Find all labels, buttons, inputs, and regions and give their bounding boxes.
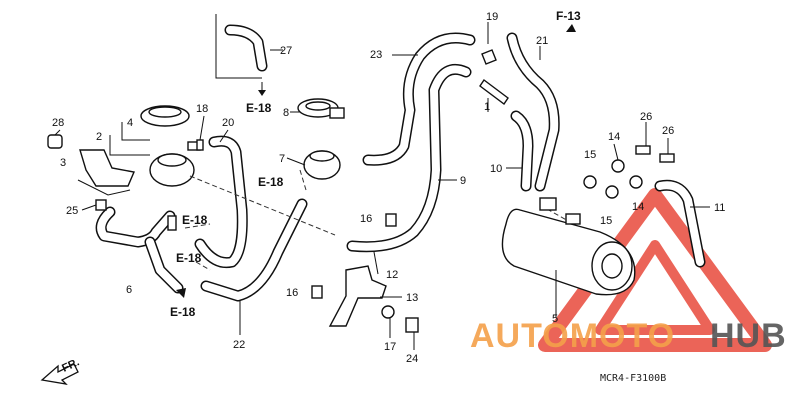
- callout-11: 11: [714, 202, 725, 214]
- callout-21: 21: [536, 35, 548, 47]
- callout-17: 17: [384, 341, 396, 353]
- callout-10: 10: [490, 163, 502, 175]
- ref-e18-middle: E-18: [182, 213, 208, 227]
- callout-16-a: 16: [360, 213, 372, 225]
- callout-4: 4: [127, 117, 133, 129]
- callout-27: 27: [280, 45, 292, 57]
- clip-18: [196, 139, 204, 151]
- reference-labels: E-18 E-18 E-18 E-18 E-18 F-13: [170, 9, 581, 319]
- callout-24: 24: [406, 353, 418, 365]
- bracket-line-27: [215, 14, 262, 79]
- callout-5: 5: [552, 313, 558, 325]
- callout-18: 18: [196, 103, 208, 115]
- callout-20: 20: [222, 117, 234, 129]
- callout-14-a: 14: [608, 131, 620, 143]
- ref-e18-valve: E-18: [258, 175, 284, 189]
- callout-14-b: 14: [632, 201, 644, 213]
- bracket-12: [328, 265, 387, 327]
- callout-9: 9: [460, 175, 466, 187]
- callout-2: 2: [96, 131, 102, 143]
- watermark-text-main: AUTOMOTO: [470, 317, 675, 355]
- washer-17: [381, 305, 395, 319]
- ref-e18-lower: E-18: [176, 251, 202, 265]
- callout-19: 19: [486, 11, 498, 23]
- callout-16-b: 16: [286, 287, 298, 299]
- grommet-15-a: [583, 175, 597, 189]
- grommet-14-b: [629, 175, 643, 189]
- hose-22: [200, 198, 308, 302]
- callout-23: 23: [370, 49, 382, 61]
- bolt-26-b: [659, 153, 675, 163]
- arrow-f13: [566, 24, 576, 32]
- callout-3: 3: [60, 157, 66, 169]
- ref-f13: F-13: [556, 9, 581, 23]
- diagram-code: MCR4-F3100B: [600, 373, 666, 384]
- grommet-14-a: [611, 159, 625, 173]
- callout-28: 28: [52, 117, 64, 129]
- callout-25: 25: [66, 205, 78, 217]
- callout-15-b: 15: [600, 215, 612, 227]
- pipe-1: [479, 78, 509, 106]
- front-arrow-icon: [40, 363, 79, 385]
- callout-26-b: 26: [662, 125, 674, 137]
- bolt-24: [405, 317, 419, 333]
- callout-12: 12: [386, 269, 398, 281]
- watermark-text: AUTOMOTO HUB: [470, 317, 787, 355]
- callout-22: 22: [233, 339, 245, 351]
- arrow-27: [258, 90, 266, 96]
- grommet-15-b: [605, 185, 619, 199]
- cap-28: [47, 134, 63, 149]
- fitting-19: [481, 49, 497, 65]
- callout-15-a: 15: [584, 149, 596, 161]
- callout-6: 6: [126, 284, 132, 296]
- callout-1: 1: [484, 101, 490, 113]
- ref-e18-bottom: E-18: [170, 305, 196, 319]
- bolt-16-lower: [311, 285, 323, 299]
- callout-8: 8: [283, 107, 289, 119]
- callout-26-a: 26: [640, 111, 652, 123]
- front-indicator: FR.: [40, 356, 81, 385]
- callout-13: 13: [406, 292, 418, 304]
- callout-7: 7: [279, 153, 285, 165]
- leader-lines: [54, 22, 710, 350]
- bolt-25: [95, 199, 107, 211]
- watermark-text-accent: HUB: [710, 317, 787, 355]
- bolt-26-a: [635, 145, 651, 155]
- bolt-16-upper: [385, 213, 397, 227]
- callout-numbers: 1 2 3 4 5 6 7 8 9 10 11 12 13 14 14 15 1…: [52, 11, 725, 365]
- bracket-3: [79, 149, 135, 187]
- ref-e18-top: E-18: [246, 101, 272, 115]
